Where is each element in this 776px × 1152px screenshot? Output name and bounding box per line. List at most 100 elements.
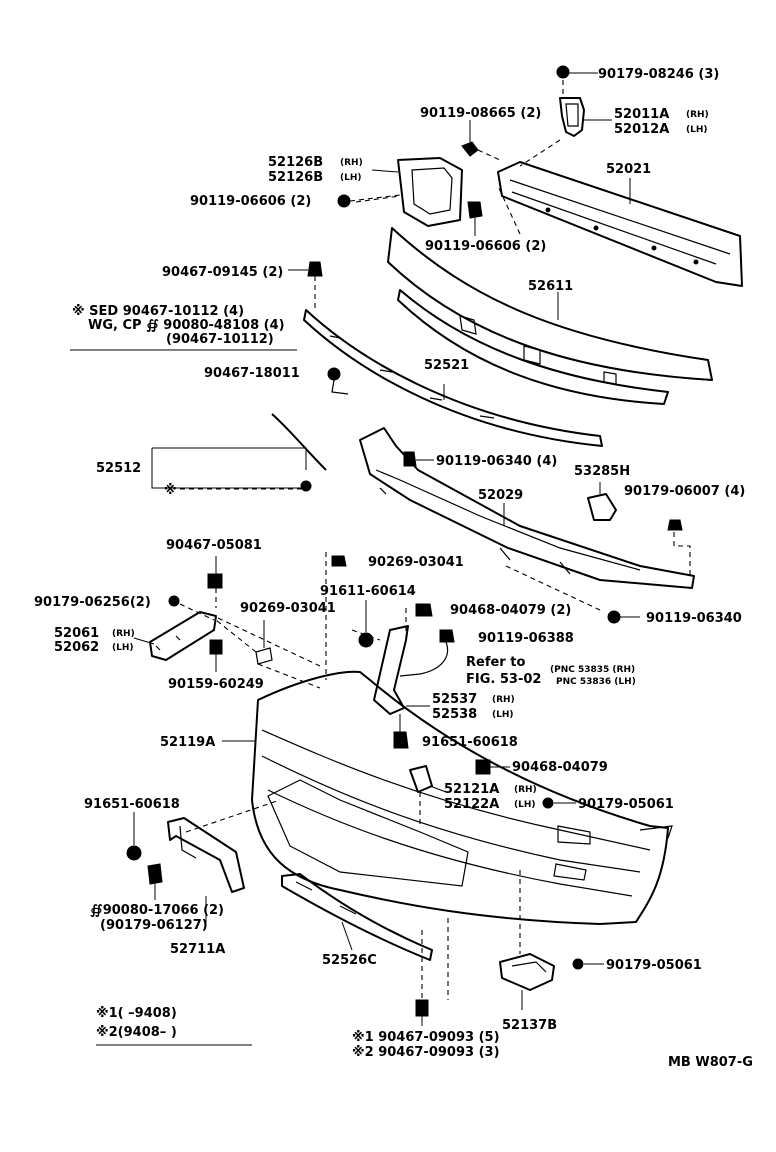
label-note-2: ※2(9408– )	[96, 1025, 177, 1040]
label-90080-17066: ∯90080-17066 (2)	[90, 903, 224, 918]
label-90119-08665: 90119-08665 (2)	[420, 106, 541, 121]
label-90467-09093-2: ※2 90467-09093 (3)	[352, 1045, 500, 1060]
label-91651-60618-b: 91651-60618	[84, 797, 180, 812]
nut-90179-06007	[667, 519, 691, 576]
label-note-1: ※1( –9408)	[96, 1006, 177, 1021]
label-91651-60618-a: 91651-60618	[422, 735, 518, 750]
label-note-sed: ※ SED 90467-10112 (4)	[72, 304, 244, 319]
bracket-52711a	[167, 799, 281, 926]
bracket-52121a	[409, 765, 447, 826]
molding-52512	[151, 413, 327, 492]
label-90179-06127: (90179-06127)	[100, 918, 208, 933]
spoiler-52526c	[281, 873, 449, 1000]
clip-90269-03041-upper	[325, 552, 347, 680]
bracket-53285h	[587, 482, 617, 521]
clip-90467-09145	[288, 261, 323, 310]
label-52538-side: (LH)	[492, 710, 514, 720]
bolt-90119-06606-right	[467, 201, 483, 236]
label-52538: 52538	[432, 707, 477, 722]
bracket-52537	[373, 625, 430, 715]
bracket-52011a	[559, 80, 612, 137]
label-52711a: 52711A	[170, 942, 225, 957]
label-refer-to: Refer to	[466, 655, 525, 670]
label-note-alt: (90467-10112)	[166, 332, 274, 347]
label-52012a: 52012A	[614, 122, 669, 137]
label-52126b-rh: 52126B	[268, 155, 323, 170]
label-note-wg: WG, CP ∯ 90080-48108 (4)	[88, 318, 285, 333]
label-90179-06007: 90179-06007 (4)	[624, 484, 745, 499]
label-52121a-side: (RH)	[514, 785, 537, 795]
clip-90269-03041-lower	[255, 620, 321, 689]
label-90119-06606-left: 90119-06606 (2)	[190, 194, 311, 209]
label-90468-04079-2: 90468-04079 (2)	[450, 603, 571, 618]
label-52126b-lh-side: (LH)	[340, 173, 362, 183]
label-90179-06256: 90179-06256(2)	[34, 595, 151, 610]
label-52061-side: (RH)	[112, 629, 135, 639]
label-90467-05081: 90467-05081	[166, 538, 262, 553]
label-90159-60249: 90159-60249	[168, 677, 264, 692]
clip-90468-04079-a	[405, 603, 433, 640]
label-90119-06340-4: 90119-06340 (4)	[436, 454, 557, 469]
nut-91651-60618-a	[393, 714, 409, 749]
label-90467-09093-1: ※1 90467-09093 (5)	[352, 1030, 500, 1045]
label-52126b-lh: 52126B	[268, 170, 323, 185]
label-53285h: 53285H	[574, 464, 630, 479]
label-90119-06606-right: 90119-06606 (2)	[425, 239, 546, 254]
label-90119-06388: 90119-06388	[478, 631, 574, 646]
clip-90468-04079-b	[475, 759, 510, 775]
nut-90179-05061-a	[542, 797, 576, 809]
label-90467-18011: 90467-18011	[204, 366, 300, 381]
reinforcement-52021	[497, 161, 743, 287]
nut-90179-08246	[556, 65, 598, 79]
label-90179-05061-b: 90179-05061	[606, 958, 702, 973]
bolt-90119-08665	[461, 120, 479, 157]
label-fig-53-02: FIG. 53-02	[466, 672, 541, 687]
clip-90467-18011	[327, 367, 349, 395]
label-52122a-side: (LH)	[514, 800, 536, 810]
bracket-52137b	[499, 870, 555, 1010]
nut-90179-05061-b	[572, 958, 604, 970]
bracket-52126b	[371, 157, 463, 227]
label-52062-side: (LH)	[112, 643, 134, 653]
bracket-52061	[133, 611, 217, 661]
nut-90179-06256	[168, 595, 215, 621]
label-52512: 52512	[96, 461, 141, 476]
clip-90080-17066	[147, 863, 163, 900]
absorber-52611	[387, 227, 713, 405]
clip-90467-05081	[207, 556, 223, 608]
bolt-90119-06340-b	[505, 565, 640, 624]
label-52521: 52521	[424, 358, 469, 373]
label-90179-05061-a: 90179-05061	[578, 797, 674, 812]
retainer-52521	[303, 309, 603, 447]
nut-91651-60618-b	[126, 812, 142, 861]
clip-90467-09093	[415, 930, 429, 1026]
label-90468-04079: 90468-04079	[512, 760, 608, 775]
label-pnc-53835: (PNC 53835 (RH)	[550, 665, 635, 675]
nut-91611-60614	[351, 600, 381, 648]
label-52526c: 52526C	[322, 953, 377, 968]
label-91611-60614: 91611-60614	[320, 584, 416, 599]
label-52062: 52062	[54, 640, 99, 655]
label-52029: 52029	[478, 488, 523, 503]
label-52512-note: ※	[164, 483, 177, 498]
label-52137b: 52137B	[502, 1018, 557, 1033]
label-figure-code: MB W807-G	[668, 1055, 753, 1070]
screw-90159-60249	[209, 617, 321, 672]
label-52011a-side: (RH)	[686, 110, 709, 120]
bolt-90119-06340-a	[403, 451, 434, 467]
label-52537: 52537	[432, 692, 477, 707]
label-90119-06340: 90119-06340	[646, 611, 742, 626]
label-52611: 52611	[528, 279, 573, 294]
bumper-cover-52119a	[222, 670, 673, 925]
label-52122a: 52122A	[444, 797, 499, 812]
label-52121a: 52121A	[444, 782, 499, 797]
bolt-90119-06606-left	[337, 194, 401, 208]
bolt-90119-06388	[399, 629, 455, 677]
label-pnc-53836: PNC 53836 (LH)	[556, 677, 636, 687]
label-90269-03041-upper: 90269-03041	[368, 555, 464, 570]
label-52119a: 52119A	[160, 735, 215, 750]
label-90467-09145: 90467-09145 (2)	[162, 265, 283, 280]
label-90179-08246: 90179-08246 (3)	[598, 67, 719, 82]
label-90269-03041-lower: 90269-03041	[240, 601, 336, 616]
